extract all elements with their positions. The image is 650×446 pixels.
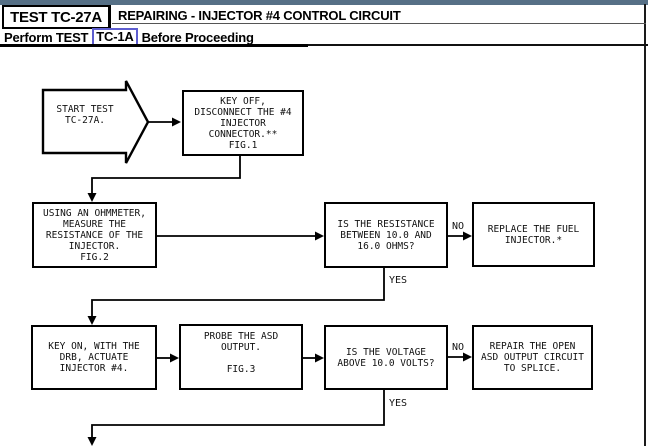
edge-label-yes: YES [389, 398, 408, 409]
node-line: INJECTOR [220, 117, 266, 129]
node-line: BETWEEN 10.0 AND [340, 229, 432, 241]
node-line: OUTPUT. [220, 342, 262, 353]
node-repair-circuit: REPAIR THE OPEN ASD OUTPUT CIRCUIT TO SP… [472, 325, 593, 390]
node-line: DISCONNECT THE #4 [194, 106, 292, 118]
node-line: KEY ON, WITH THE [48, 341, 140, 352]
node-key-on: KEY ON, WITH THE DRB, ACTUATE INJECTOR #… [31, 325, 157, 390]
node-line: TC-27A. [64, 115, 106, 126]
node-line: ABOVE 10.0 VOLTS? [337, 357, 435, 369]
node-line: FIG.2 [80, 251, 109, 263]
node-line: FIG.1 [228, 139, 258, 151]
title-underline [112, 23, 646, 24]
page-right-border [644, 4, 646, 446]
page-title: REPAIRING - INJECTOR #4 CONTROL CIRCUIT [118, 8, 401, 23]
node-line: ASD OUTPUT CIRCUIT [481, 352, 584, 363]
header-underline [0, 44, 648, 46]
perform-suffix: Before Proceeding [141, 29, 254, 45]
node-line: REPLACE THE FUEL [487, 223, 580, 235]
node-probe-asd: PROBE THE ASD OUTPUT. FIG.3 [179, 324, 303, 390]
node-resistance-question: IS THE RESISTANCE BETWEEN 10.0 AND 16.0 … [324, 202, 448, 268]
node-line: FIG.3 [226, 364, 256, 375]
node-line: PROBE THE ASD [203, 331, 279, 342]
test-id-label: TEST TC-27A [10, 8, 102, 26]
node-line: USING AN OHMMETER, [43, 207, 146, 219]
window-top-bar [0, 0, 648, 5]
edge-label-no: NO [452, 342, 465, 353]
node-line: DRB, ACTUATE [59, 352, 129, 363]
header-divider [109, 5, 111, 28]
node-ohmmeter: USING AN OHMMETER, MEASURE THE RESISTANC… [32, 202, 157, 268]
node-line: INJECTOR. [68, 240, 121, 252]
node-replace-injector: REPLACE THE FUEL INJECTOR.* [472, 202, 595, 267]
test-id-box: TEST TC-27A [2, 5, 110, 29]
perform-prefix: Perform TEST [4, 29, 89, 45]
node-line: CONNECTOR.** [208, 128, 278, 140]
node-line: KEY OFF, [220, 95, 266, 107]
node-line: INJECTOR #4. [59, 363, 129, 374]
node-line: REPAIR THE OPEN [489, 341, 576, 352]
start-block-arrow-shape [41, 80, 150, 164]
node-line: TO SPLICE. [503, 363, 562, 374]
edge-label-no: NO [452, 221, 465, 232]
node-key-off: KEY OFF, DISCONNECT THE #4 INJECTOR CONN… [182, 90, 304, 156]
node-start: START TEST TC-27A. [45, 104, 125, 126]
node-line: START TEST [56, 104, 114, 115]
node-line: IS THE RESISTANCE [337, 218, 435, 230]
perform-instruction: Perform TEST TC-1A Before Proceeding [4, 28, 254, 46]
node-line: 16.0 OHMS? [357, 240, 415, 252]
node-line: MEASURE THE [63, 218, 126, 230]
header-underline-bold [0, 44, 308, 47]
node-line: RESISTANCE OF THE [45, 229, 144, 241]
node-line: IS THE VOLTAGE [345, 346, 427, 358]
node-voltage-question: IS THE VOLTAGE ABOVE 10.0 VOLTS? [324, 325, 448, 390]
edge-label-yes: YES [389, 275, 408, 286]
node-line: INJECTOR.* [504, 234, 563, 246]
